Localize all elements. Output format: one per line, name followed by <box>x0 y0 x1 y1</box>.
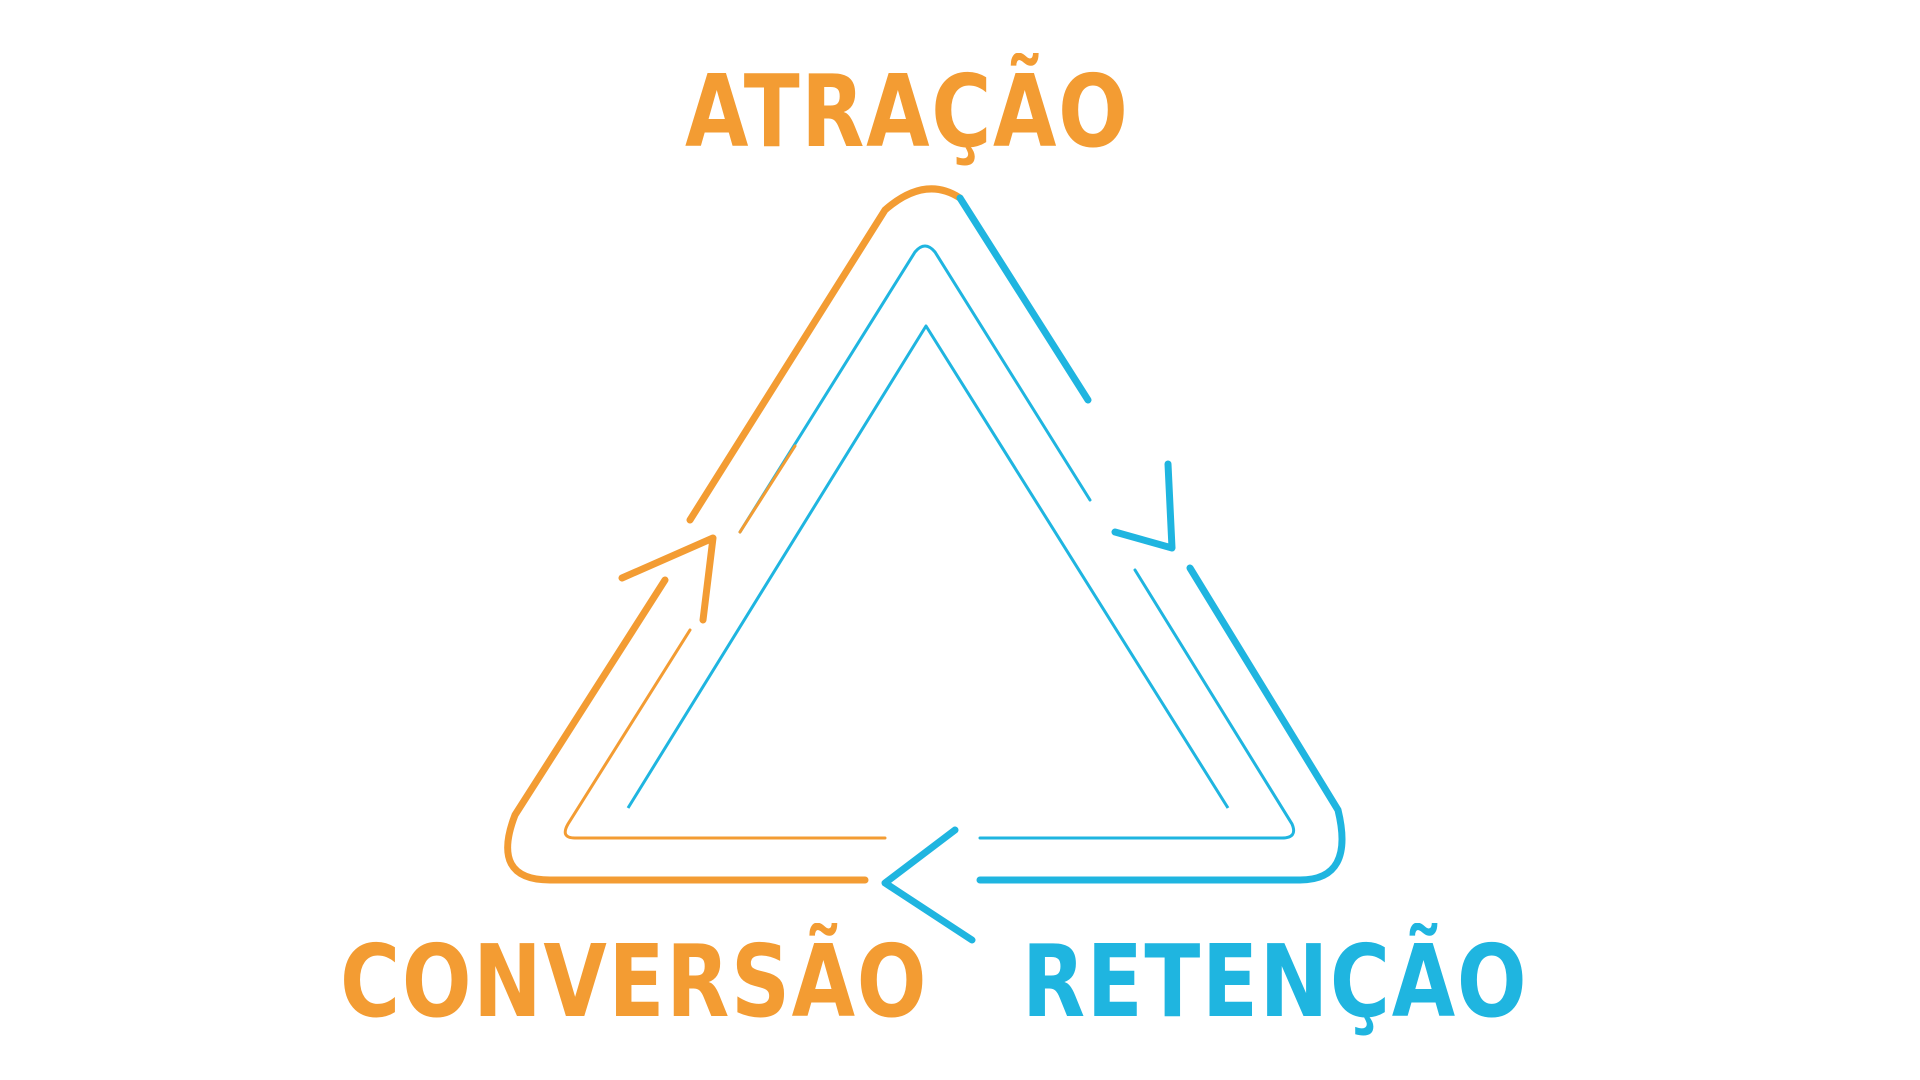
middle-track-left-orange <box>738 444 797 534</box>
middle-track-right <box>978 568 1296 840</box>
outer-track-right-lower <box>976 564 1346 884</box>
outer-track-top-left <box>686 185 964 524</box>
middle-track-left <box>738 244 1092 534</box>
arrow-to-atracao <box>618 534 717 624</box>
arrow-to-retencao <box>1111 460 1176 552</box>
outer-track-right-upper <box>956 194 1092 404</box>
arrow-to-conversao <box>881 826 976 944</box>
middle-track-bottom-left <box>563 628 887 840</box>
inner-triangle-sides <box>626 324 1230 809</box>
node-label-atracao: ATRAÇÃO <box>685 53 1130 170</box>
outer-track-bottom-left <box>504 576 869 884</box>
node-label-retencao: RETENÇÃO <box>1022 923 1529 1040</box>
node-label-conversao: CONVERSÃO <box>340 923 929 1040</box>
